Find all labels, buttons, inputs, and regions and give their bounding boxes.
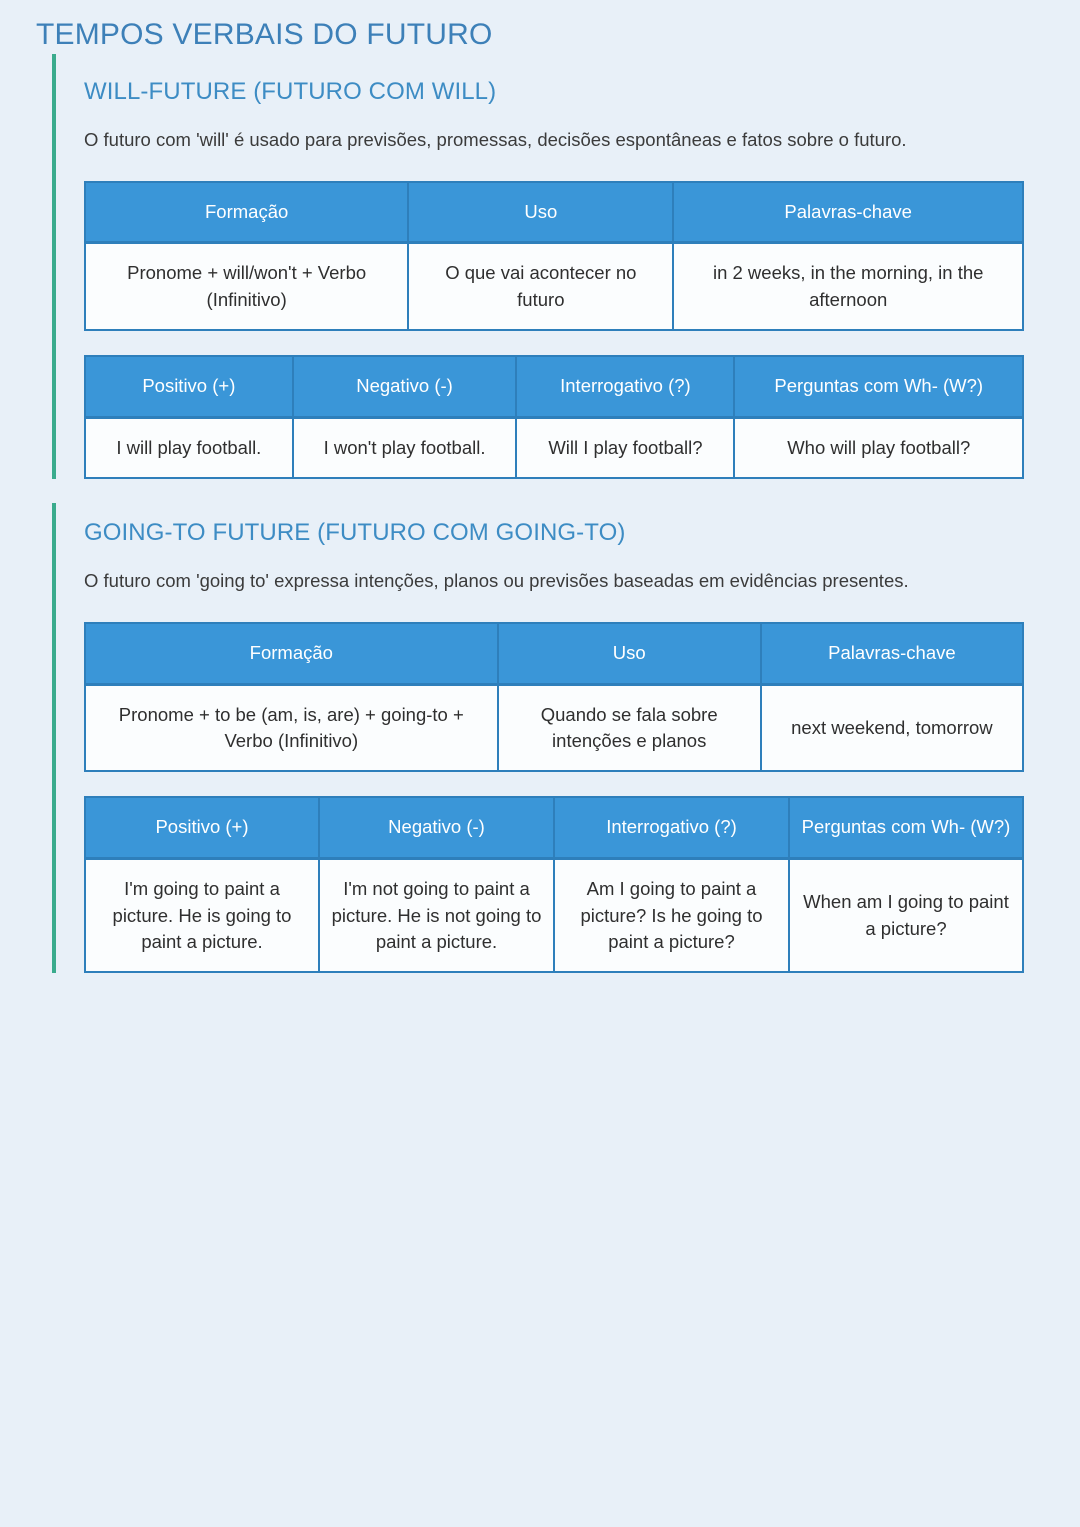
cell-positivo: I will play football. <box>84 417 293 480</box>
cell-negativo: I won't play football. <box>292 417 517 480</box>
column-header-palavras-chave: Palavras-chave <box>760 622 1024 685</box>
column-header-negativo: Negativo (-) <box>292 354 517 418</box>
column-header-interrogativo: Interrogativo (?) <box>554 796 789 860</box>
cell-palavras-chave: next weekend, tomorrow <box>760 684 1024 773</box>
section-title-will-future: WILL-FUTURE (FUTURO COM WILL) <box>84 77 497 105</box>
table-row: I'm going to paint a picture. He is goin… <box>84 859 1024 974</box>
section-description-going-to-future: O futuro com 'going to' expressa intençõ… <box>84 570 909 592</box>
cell-perguntas-wh: When am I going to paint a picture? <box>789 859 1024 974</box>
will-conjugation-table: Positivo (+) Negativo (-) Interrogativo … <box>84 354 1024 480</box>
column-header-formacao: Formação <box>84 622 498 685</box>
going-to-conjugation-table: Positivo (+) Negativo (-) Interrogativo … <box>84 796 1024 974</box>
table-row: Pronome + to be (am, is, are) + going-to… <box>84 684 1024 773</box>
cell-uso: Quando se fala sobre intenções e planos <box>497 684 761 773</box>
cell-interrogativo: Am I going to paint a picture? Is he goi… <box>554 859 789 974</box>
table-row: Pronome + will/won't + Verbo (Infinitivo… <box>84 243 1024 331</box>
section-description-will-future: O futuro com 'will' é usado para previsõ… <box>84 128 907 150</box>
table-header-row: Positivo (+) Negativo (-) Interrogativo … <box>84 354 1024 418</box>
table-header-row: Positivo (+) Negativo (-) Interrogativo … <box>84 796 1024 860</box>
column-header-negativo: Negativo (-) <box>319 796 554 860</box>
column-header-uso: Uso <box>408 180 674 244</box>
cell-perguntas-wh: Who will play football? <box>734 417 1024 480</box>
table-row: I will play football. I won't play footb… <box>84 417 1024 480</box>
section-going-to-future: GOING-TO FUTURE (FUTURO COM GOING-TO) O … <box>52 503 1080 974</box>
column-header-palavras-chave: Palavras-chave <box>673 180 1024 244</box>
will-formation-table: Formação Uso Palavras-chave Pronome + wi… <box>84 180 1024 331</box>
page-title: TEMPOS VERBAIS DO FUTURO <box>36 18 493 51</box>
column-header-positivo: Positivo (+) <box>84 354 293 418</box>
cell-uso: O que vai acontecer no futuro <box>408 243 674 331</box>
column-header-uso: Uso <box>497 622 761 685</box>
cell-formacao: Pronome + will/won't + Verbo (Infinitivo… <box>84 243 409 331</box>
section-will-future: WILL-FUTURE (FUTURO COM WILL) O futuro c… <box>52 53 1080 480</box>
table-header-row: Formação Uso Palavras-chave <box>84 180 1024 244</box>
column-header-formacao: Formação <box>84 180 409 244</box>
column-header-perguntas-wh: Perguntas com Wh- (W?) <box>734 354 1024 418</box>
cell-formacao: Pronome + to be (am, is, are) + going-to… <box>84 684 498 773</box>
going-to-formation-table: Formação Uso Palavras-chave Pronome + to… <box>84 622 1024 773</box>
column-header-interrogativo: Interrogativo (?) <box>516 354 735 418</box>
section-title-going-to-future: GOING-TO FUTURE (FUTURO COM GOING-TO) <box>84 519 626 547</box>
column-header-perguntas-wh: Perguntas com Wh- (W?) <box>789 796 1024 860</box>
cell-palavras-chave: in 2 weeks, in the morning, in the after… <box>673 243 1024 331</box>
cell-negativo: I'm not going to paint a picture. He is … <box>319 859 554 974</box>
column-header-positivo: Positivo (+) <box>84 796 319 860</box>
cell-interrogativo: Will I play football? <box>516 417 735 480</box>
cell-positivo: I'm going to paint a picture. He is goin… <box>84 859 319 974</box>
table-header-row: Formação Uso Palavras-chave <box>84 622 1024 685</box>
